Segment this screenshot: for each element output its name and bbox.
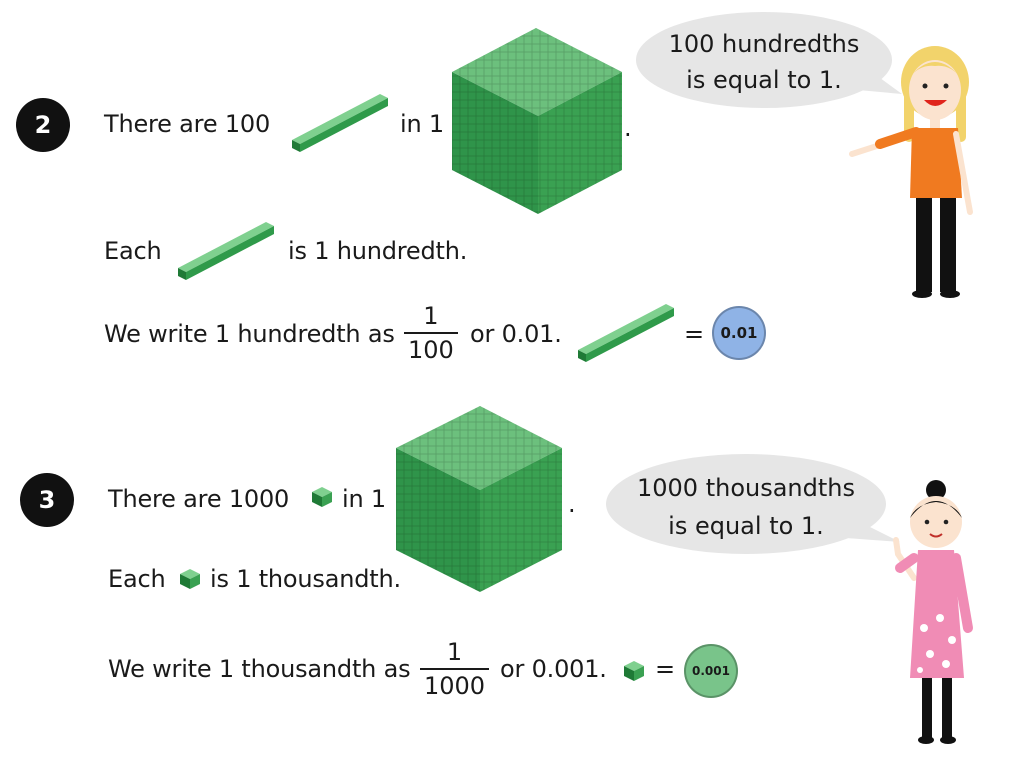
- speech-bubble-thousandths: 1000 thousandths is equal to 1.: [606, 454, 900, 558]
- question-number-2: 2: [16, 98, 70, 152]
- question-number-3: 3: [20, 473, 74, 527]
- decimal-disc-0-01: 0.01: [712, 306, 766, 360]
- section2-line3-prefix: We write 1 hundredth as: [104, 320, 395, 348]
- section2-line1-mid: in 1: [400, 110, 444, 138]
- equals-sign: =: [684, 320, 704, 348]
- section2-line3-suffix: or 0.01.: [470, 320, 562, 348]
- fraction-numerator: 1: [423, 302, 439, 330]
- fraction-one-hundredth: 1 100: [404, 302, 458, 364]
- section3-line1-end: .: [568, 490, 576, 518]
- girl-character-dark-hair: [893, 480, 973, 744]
- speech-bubble-hundredths: 100 hundredths is equal to 1.: [636, 12, 902, 110]
- section2-line2-prefix: Each: [104, 237, 162, 265]
- section3-line2-prefix: Each: [108, 565, 166, 593]
- section3-line1-mid: in 1: [342, 485, 386, 513]
- fraction-denominator: 100: [408, 336, 454, 364]
- fraction-numerator: 1: [446, 638, 463, 666]
- thousandths-cube-icon: [624, 661, 644, 681]
- hundredths-rod-icon: [178, 222, 274, 280]
- section3-line3-suffix: or 0.001.: [500, 655, 607, 683]
- bubble-line-1: 1000 thousandths: [636, 474, 855, 502]
- section3-line2-suffix: is 1 thousandth.: [210, 565, 401, 593]
- whole-cube-icon: [452, 28, 622, 214]
- section2-line2-suffix: is 1 hundredth.: [288, 237, 468, 265]
- fraction-denominator: 1000: [424, 672, 486, 700]
- hundredths-rod-icon: [578, 304, 674, 362]
- bubble-line-1: 100 hundredths: [668, 30, 860, 58]
- fraction-one-thousandth: 1 1000: [420, 638, 490, 700]
- girl-character-blonde: [849, 46, 973, 298]
- thousandths-cube-icon: [312, 487, 332, 507]
- decimal-disc-0-001: 0.001: [684, 644, 738, 698]
- whole-cube-icon: [396, 406, 562, 592]
- section3-line1-prefix: There are 1000: [108, 485, 290, 513]
- bubble-line-2: is equal to 1.: [668, 512, 824, 540]
- bubble-line-2: is equal to 1.: [686, 66, 842, 94]
- hundredths-rod-icon: [292, 94, 388, 152]
- equals-sign: =: [655, 655, 675, 683]
- section2-line1-end: .: [624, 114, 632, 142]
- section3-line3-prefix: We write 1 thousandth as: [108, 655, 411, 683]
- section2-line1-prefix: There are 100: [104, 110, 271, 138]
- thousandths-cube-icon: [180, 569, 200, 589]
